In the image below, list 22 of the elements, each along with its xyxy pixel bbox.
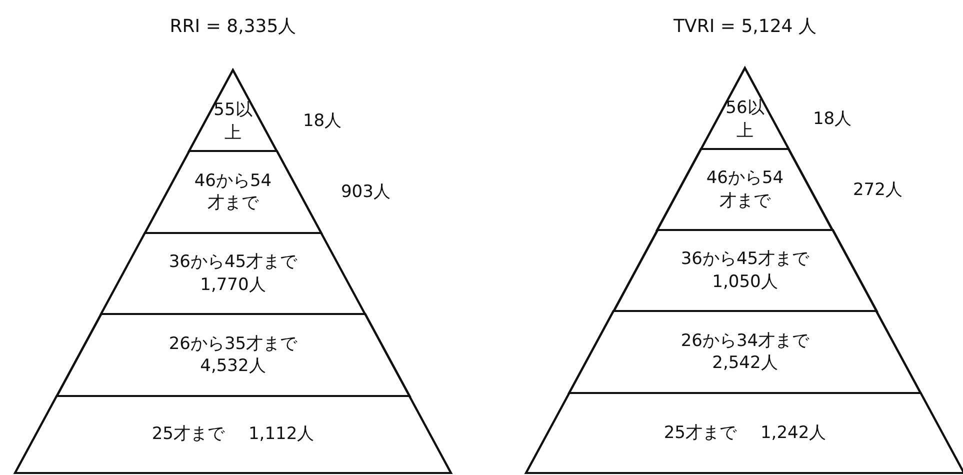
count-label: 1,770人 [200,274,266,296]
count-label: 18人 [812,108,852,130]
count-label: 2,542人 [712,352,778,374]
age-range-label: 46から54才まで [193,170,273,214]
count-label: 18人 [302,110,342,132]
age-range-label: 36から45才まで [168,251,298,274]
count-label: 1,050人 [712,270,778,293]
age-range-label: 26から34才まで [680,330,810,352]
count-label: 1,242人 [760,422,826,444]
age-range-label: 25才まで [664,422,736,444]
age-range-label: 36から45才まで [680,248,810,270]
age-range-label: 55以上 [213,99,253,144]
count-label: 4,532人 [200,355,266,378]
pyramid-heading: TVRI = 5,124 人 [674,15,816,38]
age-range-label: 26から35才まで [168,332,298,355]
age-range-label: 56以上 [725,97,765,142]
count-label: 903人 [340,181,390,203]
count-label: 1,112人 [248,423,314,446]
age-range-label: 25才まで [152,423,224,446]
age-range-label: 46から54才まで [705,167,785,212]
count-label: 272人 [852,178,902,200]
pyramid-heading: RRI = 8,335人 [170,15,296,38]
